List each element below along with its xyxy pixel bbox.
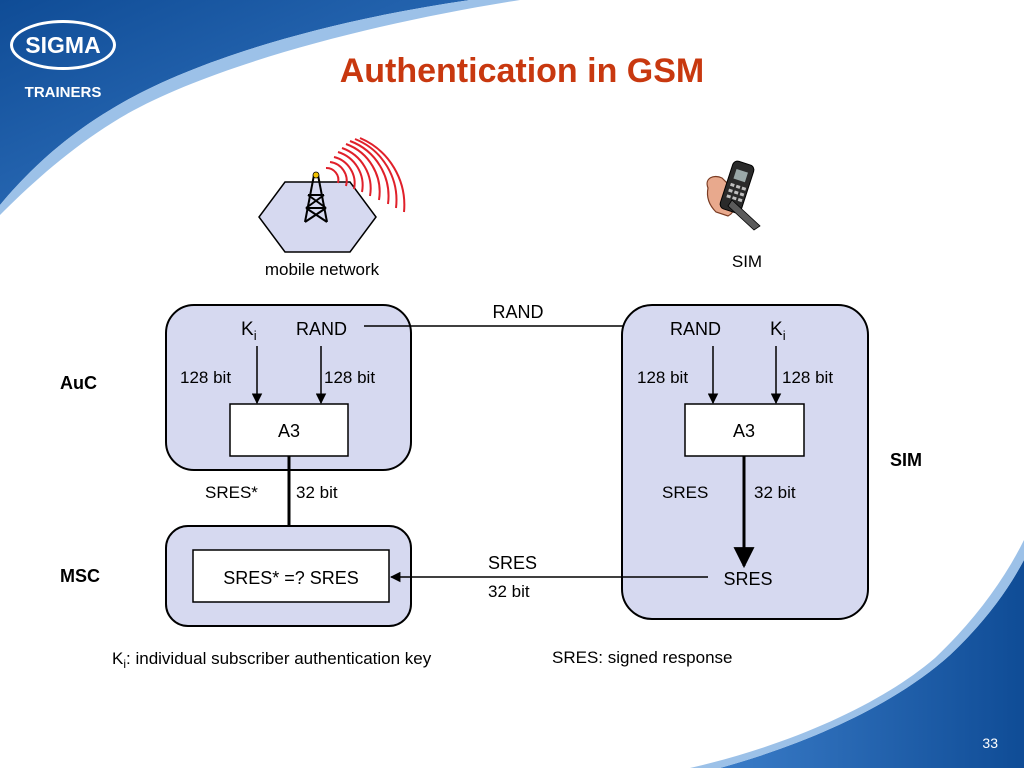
bottom-right-swoosh bbox=[720, 560, 1024, 768]
logo: SIGMA bbox=[10, 20, 116, 70]
msc-compare-box bbox=[192, 549, 390, 603]
auc-output-label: SRES* bbox=[205, 483, 258, 502]
legend-ki-text: : individual subscriber authentication k… bbox=[126, 649, 432, 668]
sres-arrow-bits: 32 bit bbox=[488, 582, 530, 601]
logo-name: SIGMA bbox=[25, 32, 101, 58]
auc-bits-left: 128 bit bbox=[180, 368, 231, 387]
sim-row-label: SIM bbox=[890, 450, 922, 470]
auc-ki-label: Ki bbox=[241, 319, 257, 343]
auc-rand-label: RAND bbox=[296, 319, 347, 339]
legend-ki-letter: K bbox=[112, 649, 124, 668]
auc-a3-box bbox=[229, 403, 349, 457]
auc-a3-label: A3 bbox=[278, 421, 300, 441]
auc-output-bits: 32 bit bbox=[296, 483, 338, 502]
sim-ki-subscript: i bbox=[783, 328, 786, 343]
legend-ki: Ki: individual subscriber authentication… bbox=[112, 649, 432, 671]
sim-ki-label: Ki bbox=[770, 319, 786, 343]
logo-subtitle: TRAINERS bbox=[24, 84, 102, 101]
sim-sres-output: SRES bbox=[723, 569, 772, 589]
sim-sres-label: SRES bbox=[662, 483, 708, 502]
top-left-swoosh bbox=[0, 0, 470, 205]
auc-ki-letter: K bbox=[241, 319, 254, 340]
msc-compare-label: SRES* =? SRES bbox=[223, 568, 359, 588]
sim-rand-label: RAND bbox=[670, 319, 721, 339]
hand-holding-phone-icon bbox=[706, 160, 761, 231]
signal-waves bbox=[325, 137, 406, 213]
page-number: 33 bbox=[982, 735, 998, 751]
mobile-network-label: mobile network bbox=[265, 260, 380, 279]
sim-sres-bits: 32 bit bbox=[754, 483, 796, 502]
sim-a3-label: A3 bbox=[733, 421, 755, 441]
auc-row-label: AuC bbox=[60, 373, 97, 393]
msc-row-label: MSC bbox=[60, 566, 100, 586]
sim-ki-letter: K bbox=[770, 319, 783, 340]
slide-title: Authentication in GSM bbox=[339, 52, 705, 90]
sim-a3-box bbox=[684, 403, 805, 457]
rand-arrow-label: RAND bbox=[492, 302, 543, 322]
legend-sres: SRES: signed response bbox=[552, 648, 733, 667]
legend-ki-subscript: i bbox=[123, 657, 126, 671]
sim-bits-right: 128 bit bbox=[782, 368, 833, 387]
auc-ki-subscript: i bbox=[254, 328, 257, 343]
cell-tower-hexagon-icon bbox=[258, 137, 406, 253]
sim-bits-left: 128 bit bbox=[637, 368, 688, 387]
auc-bits-right: 128 bit bbox=[324, 368, 375, 387]
sres-arrow-label: SRES bbox=[488, 553, 537, 573]
sim-icon-label: SIM bbox=[732, 252, 762, 271]
